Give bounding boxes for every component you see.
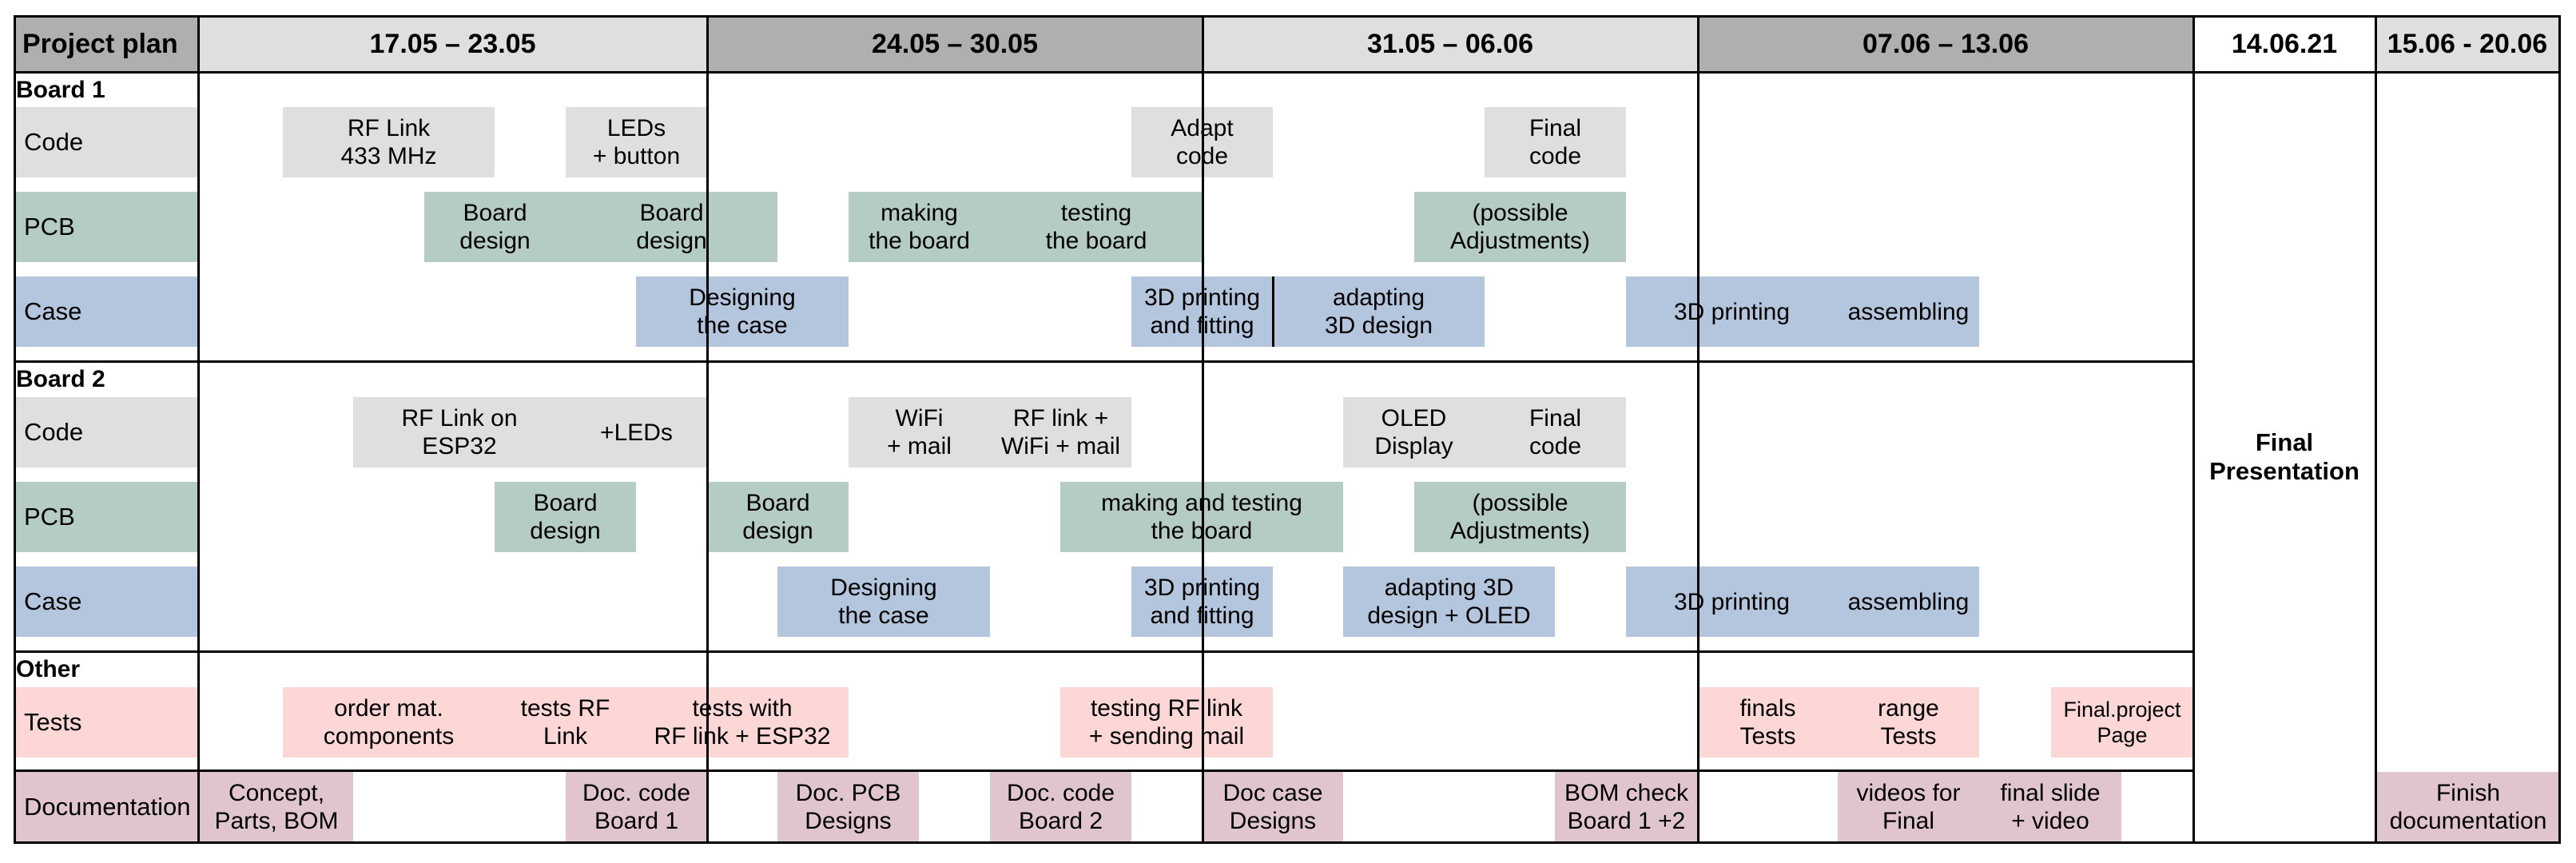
grid-line — [706, 15, 709, 844]
task-bar: (possible Adjustments) — [1414, 192, 1626, 262]
grid-line — [1202, 15, 1204, 844]
task-bar: finals Tests — [1698, 687, 1838, 758]
task-bar: Doc case Designs — [1203, 772, 1343, 842]
task-bar: tests with RF link + ESP32 — [636, 687, 849, 758]
grid-line — [2375, 15, 2377, 844]
row-label-documentation: Documentation — [14, 772, 198, 842]
row-label-board2-pcb: PCB — [14, 482, 198, 552]
row-label-board1-code: Code — [14, 107, 198, 177]
task-bar: Final.project Page — [2051, 687, 2193, 758]
task-bar: Final code — [1485, 397, 1626, 467]
task-bar: testing the board — [990, 192, 1203, 262]
header-week-4: 07.06 – 13.06 — [1698, 16, 2193, 72]
task-bar: testing RF link + sending mail — [1060, 687, 1273, 758]
task-bar: (possible Adjustments) — [1414, 482, 1626, 552]
task-bar: adapting 3D design — [1273, 276, 1485, 347]
task-bar: videos for Final — [1838, 772, 1979, 842]
task-bar: BOM check Board 1 +2 — [1555, 772, 1698, 842]
header-week-6: 15.06 - 20.06 — [2375, 16, 2559, 72]
grid-line — [14, 71, 2561, 74]
grid-line — [14, 360, 2195, 363]
task-bar: Doc. PCB Designs — [777, 772, 919, 842]
task-bar: range Tests — [1838, 687, 1979, 758]
grid-line — [14, 650, 2195, 653]
header-date-presentation: 14.06.21 — [2193, 16, 2375, 72]
task-bar: Designing the case — [777, 567, 990, 637]
grid-line — [14, 770, 2195, 772]
task-bar: RF Link on ESP32 — [353, 397, 566, 467]
header-week-2: 24.05 – 30.05 — [707, 16, 1203, 72]
task-bar: order mat. components — [283, 687, 495, 758]
final-presentation-label: Final Presentation — [2209, 428, 2359, 485]
grid-line — [14, 841, 2561, 844]
header-title: Project plan — [14, 16, 198, 72]
task-bar: Doc. code Board 1 — [566, 772, 707, 842]
grid-line — [1272, 276, 1274, 347]
grid-line — [197, 15, 200, 844]
task-bar: Board design — [424, 192, 566, 262]
task-bar: making and testing the board — [1060, 482, 1343, 552]
task-bar: OLED Display — [1343, 397, 1485, 467]
task-bar: Final code — [1485, 107, 1626, 177]
task-bar: Designing the case — [636, 276, 849, 347]
row-label-board1-case: Case — [14, 276, 198, 347]
task-bar: making the board — [849, 192, 990, 262]
task-bar: Finish documentation — [2377, 772, 2559, 842]
task-bar: Board design — [495, 482, 636, 552]
section-other: Other — [16, 656, 81, 682]
grid-line — [14, 15, 16, 844]
grid-line — [14, 15, 2561, 18]
header-week-1: 17.05 – 23.05 — [198, 16, 707, 72]
task-bar: LEDs + button — [566, 107, 707, 177]
task-bar: adapting 3D design + OLED — [1343, 567, 1555, 637]
grid-line — [2558, 15, 2561, 844]
task-bar: WiFi + mail — [849, 397, 990, 467]
row-label-board2-code: Code — [14, 397, 198, 467]
section-board-1: Board 1 — [16, 77, 105, 103]
grid-line — [2192, 15, 2195, 844]
task-bar: tests RF Link — [495, 687, 636, 758]
task-bar: 3D printing — [1626, 276, 1838, 347]
task-bar: RF link + WiFi + mail — [990, 397, 1131, 467]
task-bar: assembling — [1838, 567, 1979, 637]
row-label-board1-pcb: PCB — [14, 192, 198, 262]
task-bar: 3D printing — [1626, 567, 1838, 637]
task-bar: RF Link 433 MHz — [283, 107, 495, 177]
task-bar: Board design — [566, 192, 777, 262]
task-bar: assembling — [1838, 276, 1979, 347]
row-label-board2-case: Case — [14, 567, 198, 637]
grid-line — [1697, 15, 1699, 844]
header-week-3: 31.05 – 06.06 — [1203, 16, 1698, 72]
task-bar: Board design — [707, 482, 849, 552]
task-bar: Concept, Parts, BOM — [200, 772, 353, 842]
task-bar: final slide + video — [1979, 772, 2121, 842]
section-board-2: Board 2 — [16, 366, 105, 392]
task-bar: Doc. code Board 2 — [990, 772, 1131, 842]
task-bar: +LEDs — [566, 397, 707, 467]
row-label-tests: Tests — [14, 687, 198, 758]
